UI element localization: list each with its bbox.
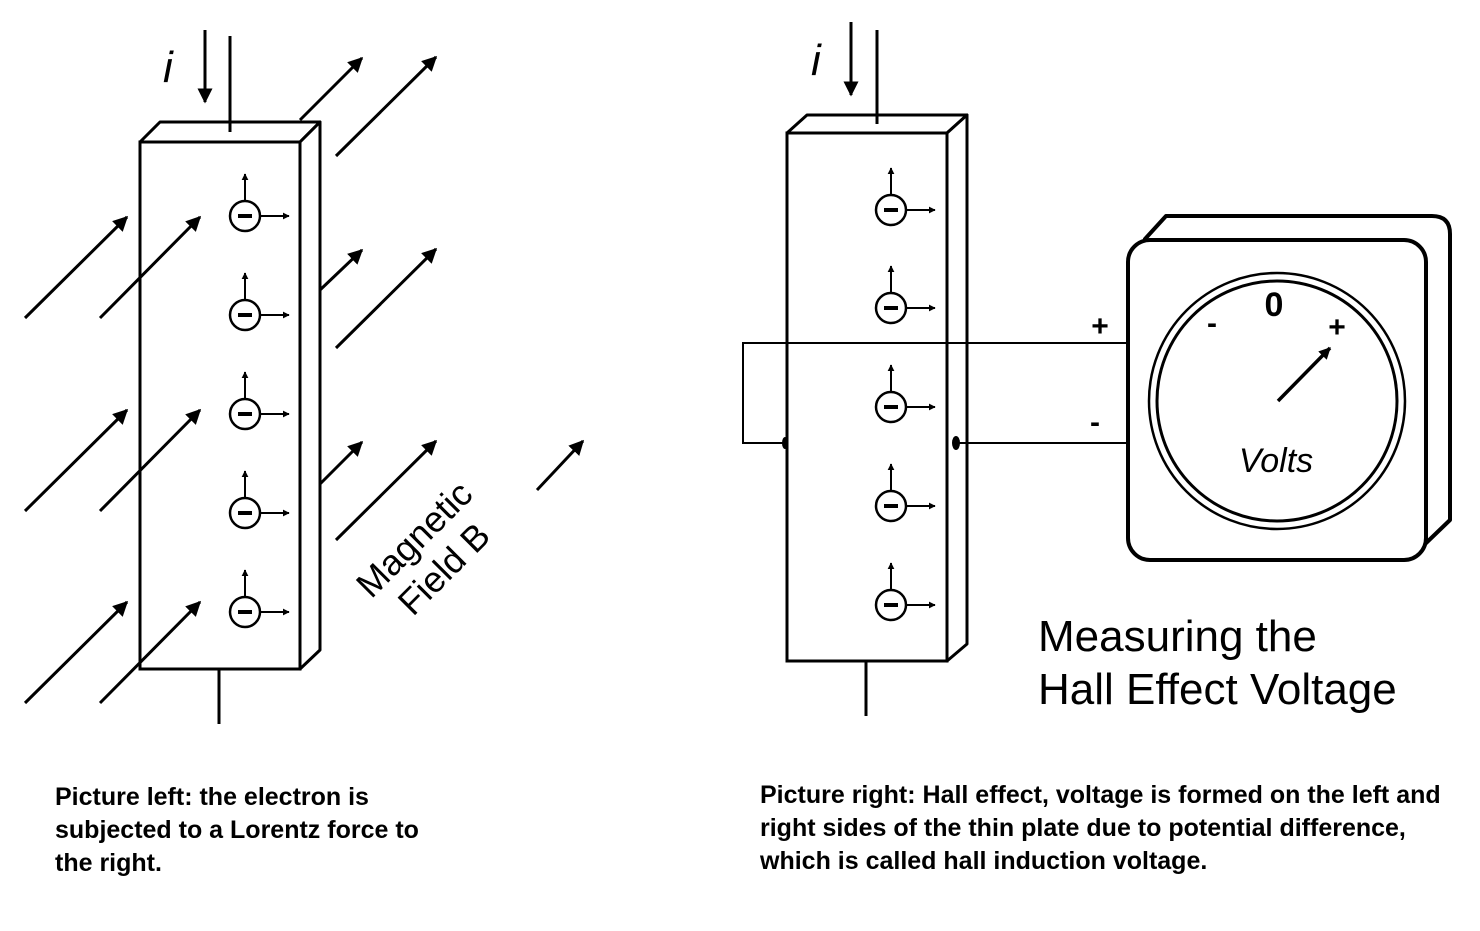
meter-unit-label: Volts xyxy=(1239,442,1313,480)
electron xyxy=(874,364,936,424)
meter-minus-label: - xyxy=(1207,307,1217,340)
field-label: Magnetic Field B xyxy=(348,473,498,623)
current-label: i xyxy=(163,43,174,92)
electron xyxy=(228,173,290,233)
electron xyxy=(874,562,936,622)
voltmeter-wires xyxy=(742,342,1128,450)
figure-title-line1: Measuring the xyxy=(1038,612,1317,661)
field-direction-arrow-icon xyxy=(535,439,585,492)
conductor-plate-left xyxy=(138,120,322,671)
voltmeter: 0 - + Volts xyxy=(1126,214,1452,562)
electron xyxy=(874,463,936,523)
electron xyxy=(228,371,290,431)
left-figure: i xyxy=(23,30,585,724)
electron xyxy=(228,470,290,530)
electron xyxy=(228,569,290,629)
minus-terminal-label: - xyxy=(1090,406,1100,439)
electron xyxy=(228,272,290,332)
field-arrows-front xyxy=(23,215,202,705)
caption-left: Picture left: the electron is subjected … xyxy=(55,783,419,877)
electron xyxy=(874,265,936,325)
meter-zero-label: 0 xyxy=(1265,286,1284,324)
figure-title-line2: Hall Effect Voltage xyxy=(1038,665,1397,714)
meter-plus-label: + xyxy=(1328,311,1346,344)
electron xyxy=(874,167,936,227)
conductor-plate-right xyxy=(785,113,969,663)
current-label: i xyxy=(811,36,822,85)
caption-right: Picture right: Hall effect, voltage is f… xyxy=(760,781,1441,875)
right-figure: i xyxy=(742,22,1452,716)
meter-needle-icon xyxy=(1276,346,1332,403)
plus-terminal-label: + xyxy=(1091,310,1109,343)
field-arrows-back xyxy=(298,55,438,542)
